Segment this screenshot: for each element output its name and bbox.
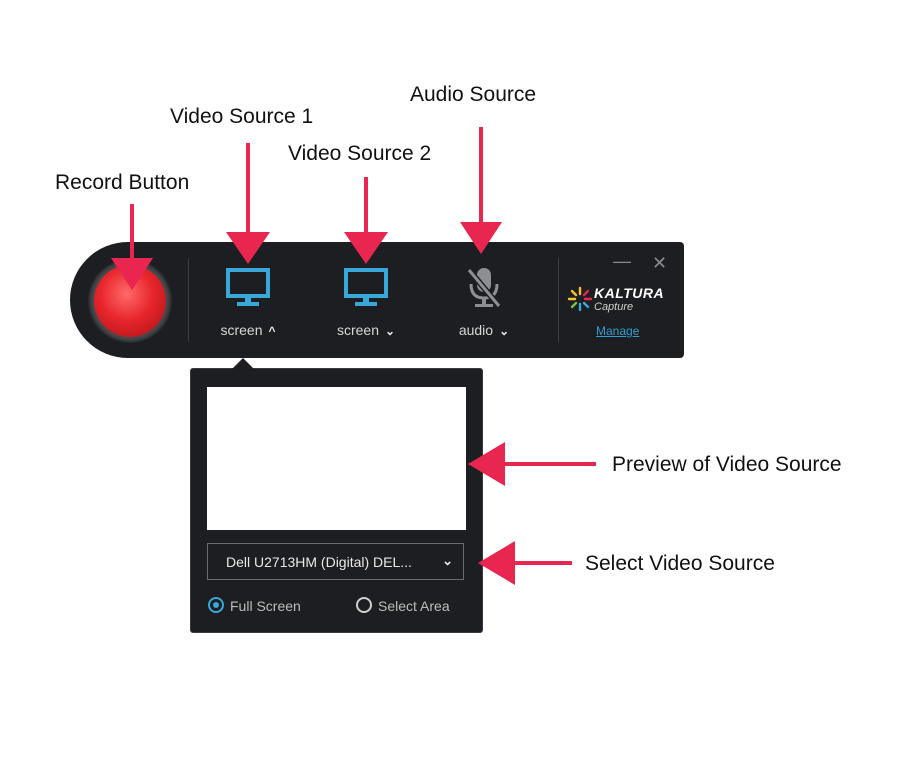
record-button[interactable] [94,265,166,337]
video-source-2-label: screen [336,322,379,338]
chevron-down-icon: ⌄ [442,553,453,568]
manage-link[interactable]: Manage [596,324,640,338]
annotation-record-button: Record Button [55,171,190,194]
radio-selected-icon [208,597,224,613]
audio-source-selector[interactable]: audio ⌄ [424,262,544,342]
brand-subtitle: Capture [594,301,634,313]
video-source-1-label: screen [220,322,263,338]
select-area-radio[interactable]: Select Area [356,597,466,617]
microphone-muted-icon [464,266,504,315]
radio-unselected-icon [356,597,372,613]
chevron-down-icon: ⌄ [499,324,510,338]
kaltura-capture-logo: KALTURA Capture [567,284,677,314]
video-source-select[interactable]: Dell U2713HM (Digital) DEL... ⌄ [207,543,464,580]
annotation-video-source-2: Video Source 2 [288,142,432,165]
monitor-icon [225,266,271,313]
annotation-audio-source: Audio Source [410,83,537,106]
kaltura-burst-icon [567,286,593,312]
full-screen-label: Full Screen [230,598,301,614]
brand-name: KALTURA [594,285,665,301]
video-source-preview [207,387,466,530]
select-area-label: Select Area [378,598,450,614]
chevron-down-icon: ⌄ [384,324,396,338]
toolbar-divider-right [558,258,559,342]
panel-pointer [232,358,254,369]
chevron-up-icon: ^ [268,324,276,338]
minimize-icon[interactable]: — [613,251,631,271]
video-source-2-selector[interactable]: screen ⌄ [306,262,426,342]
full-screen-radio[interactable]: Full Screen [208,597,318,617]
annotation-preview: Preview of Video Source [612,453,842,476]
annotation-video-source-1: Video Source 1 [170,105,314,128]
video-source-select-value: Dell U2713HM (Digital) DEL... [226,554,412,570]
audio-source-label: audio [458,322,494,338]
select-source-arrowhead [478,541,515,585]
video-source-1-selector[interactable]: screen ^ [188,262,308,342]
monitor-icon [343,266,389,313]
close-icon[interactable]: ✕ [652,253,668,273]
annotation-select-source: Select Video Source [585,552,775,575]
toolbar-divider-left [188,258,189,342]
